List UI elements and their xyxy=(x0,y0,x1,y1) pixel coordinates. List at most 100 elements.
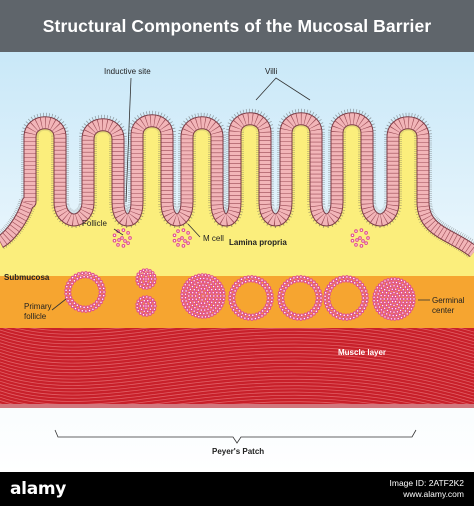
lymphocyte-dot xyxy=(355,238,359,242)
lymphocyte-dot xyxy=(78,304,83,309)
lymphocyte-dot xyxy=(386,316,390,320)
lymphocyte-dot xyxy=(375,308,380,313)
lymphocyte-dot xyxy=(211,290,216,295)
lymphocyte-dot xyxy=(136,281,141,286)
lymphocyte-dot xyxy=(327,299,331,304)
lymphocyte-dot xyxy=(382,293,387,298)
lymphocyte-dot xyxy=(187,297,191,302)
lymphocyte-dot xyxy=(215,297,219,302)
lymphocyte-dot xyxy=(352,281,357,285)
lymphocyte-dot xyxy=(141,285,146,290)
lymphocyte-dot xyxy=(235,285,239,290)
lymphocyte-dot xyxy=(193,282,197,287)
lymphocyte-dot xyxy=(150,283,155,287)
lymphocyte-dot xyxy=(203,297,208,301)
lymphocyte-dot xyxy=(189,280,194,285)
lymphocyte-dot xyxy=(396,316,401,321)
primary-follicle xyxy=(64,271,106,313)
lymphocyte-dot xyxy=(331,279,336,283)
lamina-follicle xyxy=(350,228,370,248)
lymphocyte-dot xyxy=(260,283,265,287)
lymphocyte-dot xyxy=(70,298,74,303)
lymphocyte-dot xyxy=(112,233,117,238)
lymphocyte-dot xyxy=(64,291,68,296)
lymphocyte-dot xyxy=(200,290,204,294)
lymphocyte-dot xyxy=(202,287,207,291)
lymphocyte-dot xyxy=(190,290,195,295)
lymphocyte-dot xyxy=(316,306,321,311)
lymphocyte-dot xyxy=(94,305,98,310)
lymphocyte-dot xyxy=(345,278,350,283)
lymphocyte-dot xyxy=(201,283,205,287)
lymphocyte-dot xyxy=(399,278,404,283)
lymphocyte-dot xyxy=(101,286,106,291)
lymphocyte-dot xyxy=(381,284,386,288)
lymphocyte-dot xyxy=(250,313,255,318)
lymphocyte-dot xyxy=(360,309,365,314)
lymphocyte-dot xyxy=(91,307,95,312)
lymphocyte-dot xyxy=(209,287,214,292)
lymphocyte-dot xyxy=(221,300,225,305)
lymphocyte-dot xyxy=(265,303,269,307)
lymphocyte-dot xyxy=(172,238,177,243)
lymphocyte-dot xyxy=(208,310,213,314)
lymphocyte-dot xyxy=(404,293,409,298)
lymphocyte-dot xyxy=(80,308,85,313)
lymphocyte-dot xyxy=(228,294,232,299)
lymphocyte-dot xyxy=(94,274,98,279)
lymphocyte-dot xyxy=(207,274,211,278)
lymphocyte-dot xyxy=(190,312,195,317)
lymphocyte-dot xyxy=(72,301,77,306)
lymphocyte-dot xyxy=(135,302,139,307)
lymphocyte-dot xyxy=(116,243,120,247)
lymphocyte-dot xyxy=(345,317,349,321)
lymphocyte-dot xyxy=(194,302,199,307)
lymphocyte-dot xyxy=(316,285,321,290)
lymphocyte-dot xyxy=(216,303,220,308)
lymphocyte-dot xyxy=(350,233,355,238)
lymphocyte-dot xyxy=(231,284,236,289)
lymphocyte-dot xyxy=(312,285,316,290)
muscle-fibre-line xyxy=(0,334,474,362)
lymphocyte-dot xyxy=(216,284,220,289)
lymphocyte-dot xyxy=(230,287,234,292)
lymphocyte-dot xyxy=(385,297,390,301)
lymphocyte-dot xyxy=(85,274,90,279)
lymphocyte-dot xyxy=(299,313,304,318)
lymphocyte-dot xyxy=(78,275,83,280)
lymphocyte-dot xyxy=(150,310,155,314)
lymphocyte-dot xyxy=(401,300,406,305)
lymphocyte-dot xyxy=(215,309,220,313)
lymphocyte-dot xyxy=(126,241,130,245)
lymphocyte-dot xyxy=(375,298,380,303)
lymphocyte-dot xyxy=(253,316,258,321)
lymphocyte-dot xyxy=(213,300,218,305)
lymphocyte-dot xyxy=(314,303,318,307)
small-follicle xyxy=(135,295,157,317)
lymphocyte-dot xyxy=(384,303,389,308)
lymphocyte-dot xyxy=(395,284,400,288)
lymphocyte-dot xyxy=(236,279,241,283)
lymphocyte-dot xyxy=(342,278,347,283)
lymphocyte-dot xyxy=(390,294,395,299)
lymphocyte-dot xyxy=(387,288,391,293)
lymphocyte-dot xyxy=(387,281,392,285)
lymphocyte-dot xyxy=(403,309,408,313)
lymphocyte-dot xyxy=(152,307,157,312)
lymphocyte-dot xyxy=(233,303,237,307)
lymphocyte-dot xyxy=(145,298,150,303)
lymphocyte-dot xyxy=(350,238,355,243)
lymphocyte-dot xyxy=(177,238,181,242)
lymphocyte-dot xyxy=(73,306,78,311)
lymphocyte-dot xyxy=(270,296,274,300)
lymphocyte-dot xyxy=(192,309,196,314)
lymphocyte-dot xyxy=(202,301,207,305)
muscle-fibre-line xyxy=(0,382,458,404)
lymphocyte-dot xyxy=(190,297,195,302)
lymphocyte-dot xyxy=(348,316,353,321)
lymphocyte-dot xyxy=(188,236,192,240)
lymphocyte-dot xyxy=(142,309,147,314)
lymphocyte-dot xyxy=(183,295,188,300)
lymphocyte-dot xyxy=(392,290,396,295)
lymphocyte-dot xyxy=(377,305,382,309)
